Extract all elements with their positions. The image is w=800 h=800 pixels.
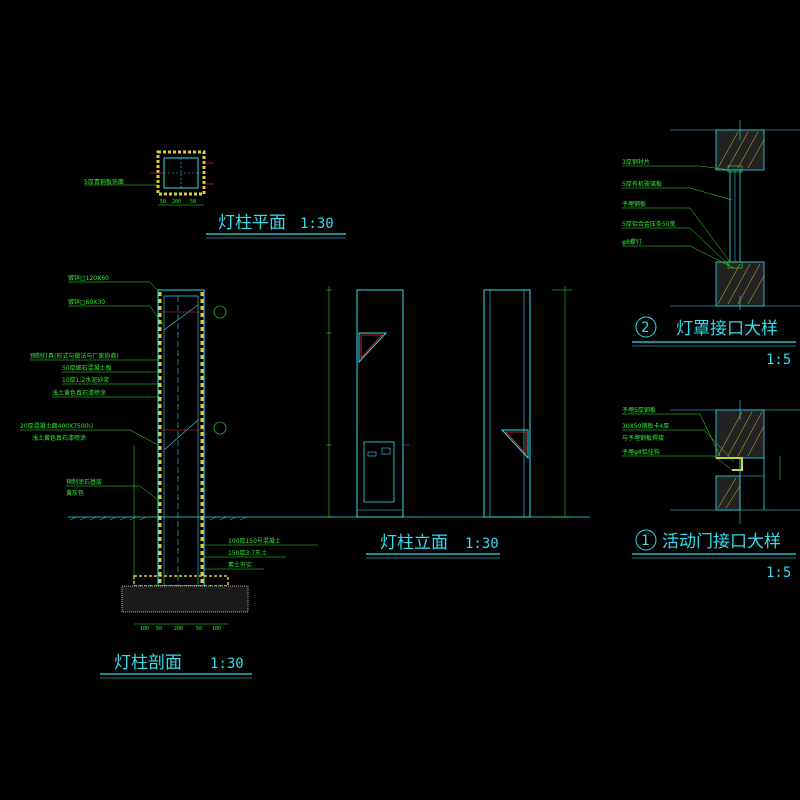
plan-title: 灯柱平面 bbox=[218, 213, 286, 233]
section-note-2: 镀锌□60X30 bbox=[68, 298, 105, 306]
section-base bbox=[121, 585, 249, 613]
plan-scale: 1:30 bbox=[300, 216, 334, 232]
elevation-right-lamp bbox=[500, 429, 529, 460]
section-base-note-1: 100厚150号混凝土 bbox=[228, 537, 281, 545]
section-note-4: 50厚细石混凝土板 bbox=[62, 364, 112, 372]
detail1-note-3: 与予埋钢板焊接 bbox=[622, 434, 664, 442]
plan-view: 50 200 50 5厚青铜板饰面 灯柱平面 1:30 bbox=[84, 150, 346, 239]
detail1-title: 活动门接口大样 bbox=[662, 532, 781, 552]
elevation-left-lamp bbox=[358, 332, 388, 364]
svg-text:200: 200 bbox=[172, 199, 181, 205]
detail2-note-1: 3厚钢衬片 bbox=[622, 158, 650, 166]
section-base-note-2: 150厚3:7灰土 bbox=[228, 549, 267, 557]
section-note-1: 镀锌□120X60 bbox=[68, 274, 109, 282]
detail-1-view: 予埋5厚钢板 30X50钢板卡4厚 与予埋钢板焊接 予埋φ8铝挂钩 1 活动门接… bbox=[622, 400, 800, 581]
section-title: 灯柱剖面 bbox=[114, 653, 182, 673]
plan-note-bronze: 5厚青铜板饰面 bbox=[84, 178, 124, 186]
detail2-note-5: φ8螺钉 bbox=[622, 238, 642, 246]
detail1-scale: 1:5 bbox=[766, 565, 791, 581]
detail2-scale: 1:5 bbox=[766, 352, 791, 368]
elevation-access-door bbox=[363, 441, 395, 503]
detail1-note-1: 予埋5厚钢板 bbox=[622, 406, 656, 414]
section-view: 100 50 200 50 100 镀锌□120X60 镀锌□60X30 预制灯具(形式… bbox=[20, 274, 318, 679]
detail2-number: 2 bbox=[641, 320, 649, 336]
section-scale: 1:30 bbox=[210, 656, 244, 672]
detail1-number-circle bbox=[635, 529, 657, 551]
section-note-5: 10厚1:2水泥砂浆 bbox=[62, 376, 109, 384]
elevation-view: 灯柱立面 1:30 bbox=[292, 286, 590, 559]
section-note-7: 20厚混凝土面400X750(h) bbox=[20, 422, 93, 430]
section-note-9: 预制涂石基层 bbox=[66, 478, 102, 486]
svg-text:200: 200 bbox=[174, 626, 183, 632]
elevation-right-column bbox=[483, 289, 531, 518]
svg-text:100: 100 bbox=[212, 626, 221, 632]
elevation-title: 灯柱立面 bbox=[380, 533, 448, 553]
detail1-note-4: 予埋φ8铝挂钩 bbox=[622, 448, 660, 456]
svg-text:50: 50 bbox=[196, 626, 202, 632]
section-note-8: 浅土黄色真石漆喷涂 bbox=[32, 434, 86, 442]
section-note-10: 黄灰色 bbox=[66, 489, 84, 497]
detail1-number: 1 bbox=[641, 533, 649, 549]
detail-2-view: 3厚钢衬片 5厚有机玻璃板 予埋钢板 5厚铝合金压条50宽 φ8螺钉 2 灯罩接… bbox=[622, 120, 800, 368]
svg-text:50: 50 bbox=[156, 626, 162, 632]
detail2-number-circle bbox=[635, 316, 657, 338]
detail2-note-3: 予埋钢板 bbox=[622, 200, 646, 208]
elevation-left-column bbox=[356, 289, 404, 518]
svg-text:50: 50 bbox=[190, 199, 196, 205]
detail2-note-2: 5厚有机玻璃板 bbox=[622, 180, 662, 188]
section-note-6: 浅土黄色真石漆喷涂 bbox=[52, 389, 106, 397]
elevation-scale: 1:30 bbox=[465, 536, 499, 552]
section-note-3: 预制灯具(形式与做法与厂家协商) bbox=[30, 352, 119, 360]
detail1-note-2: 30X50钢板卡4厚 bbox=[622, 422, 669, 430]
svg-text:50: 50 bbox=[160, 199, 166, 205]
detail2-title: 灯罩接口大样 bbox=[676, 319, 778, 339]
section-base-note-3: 素土夯实 bbox=[228, 561, 252, 569]
svg-text:100: 100 bbox=[140, 626, 149, 632]
detail2-note-4: 5厚铝合金压条50宽 bbox=[622, 220, 675, 228]
